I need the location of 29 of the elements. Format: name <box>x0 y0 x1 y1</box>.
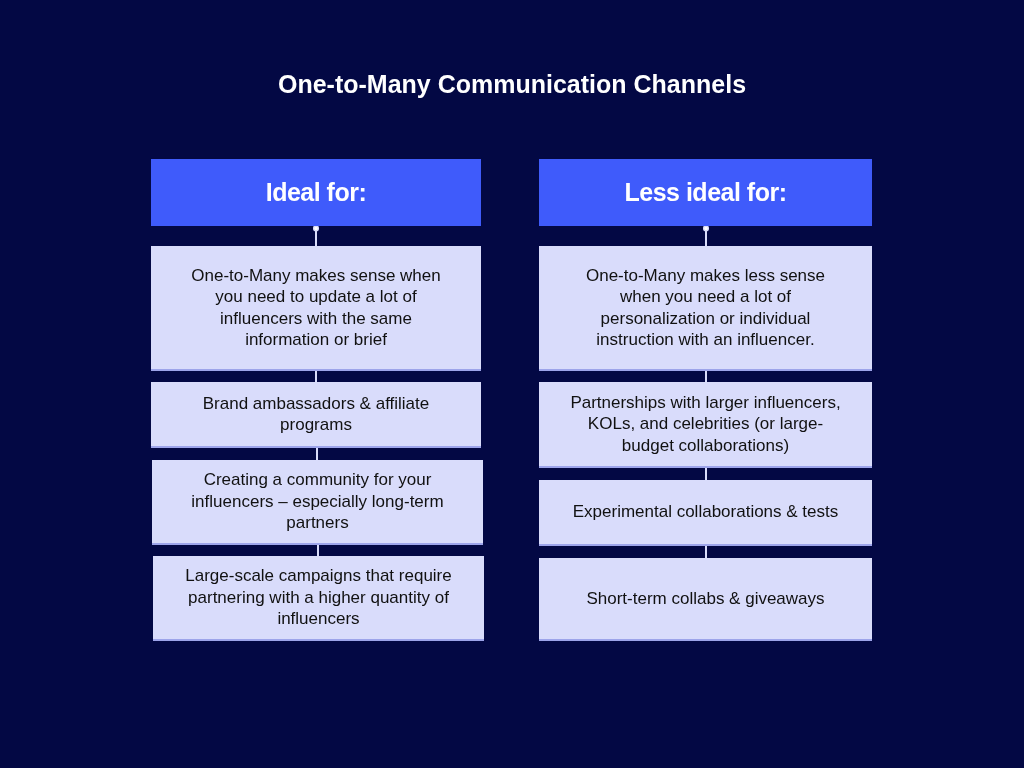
header-text: Ideal for: <box>265 178 367 207</box>
item-box <box>539 558 872 641</box>
item-box <box>539 480 872 546</box>
item-text: Partnerships with larger influencers, KOLs, and celebrities (or large-budget collaborations) <box>569 391 842 457</box>
connector-line <box>705 545 707 559</box>
connector-line <box>316 447 318 461</box>
item-box <box>152 460 483 545</box>
item-text: Experimental collaborations & tests <box>572 501 839 523</box>
item-text: One-to-Many makes sense when you need to update a lot of influencers with the same information or brief <box>190 264 442 351</box>
connector-line <box>312 225 320 247</box>
column-header <box>539 159 872 226</box>
column-header <box>151 159 481 226</box>
item-text: Large-scale campaigns that require partnering with a higher quantity of influencers <box>184 565 453 630</box>
connector-line <box>705 370 707 383</box>
item-box <box>153 556 484 641</box>
item-box <box>151 246 481 371</box>
item-box <box>539 246 872 371</box>
item-text: Creating a community for your influencers – especially long-term partners <box>190 469 445 534</box>
connector-line <box>317 544 319 557</box>
item-text: Brand ambassadors & affiliate programs <box>201 392 431 436</box>
header-text: Less ideal for: <box>624 178 787 207</box>
connector-line <box>315 370 317 383</box>
item-box <box>151 382 481 448</box>
item-text: Short-term collabs & giveaways <box>586 587 825 610</box>
item-text: One-to-Many makes less sense when you need a lot of personalization or individual instruction with an influencer. <box>584 264 826 351</box>
item-box <box>539 382 872 468</box>
connector-line <box>705 467 707 481</box>
diagram-title: One-to-Many Communication Channels <box>276 70 748 99</box>
connector-line <box>702 225 710 247</box>
